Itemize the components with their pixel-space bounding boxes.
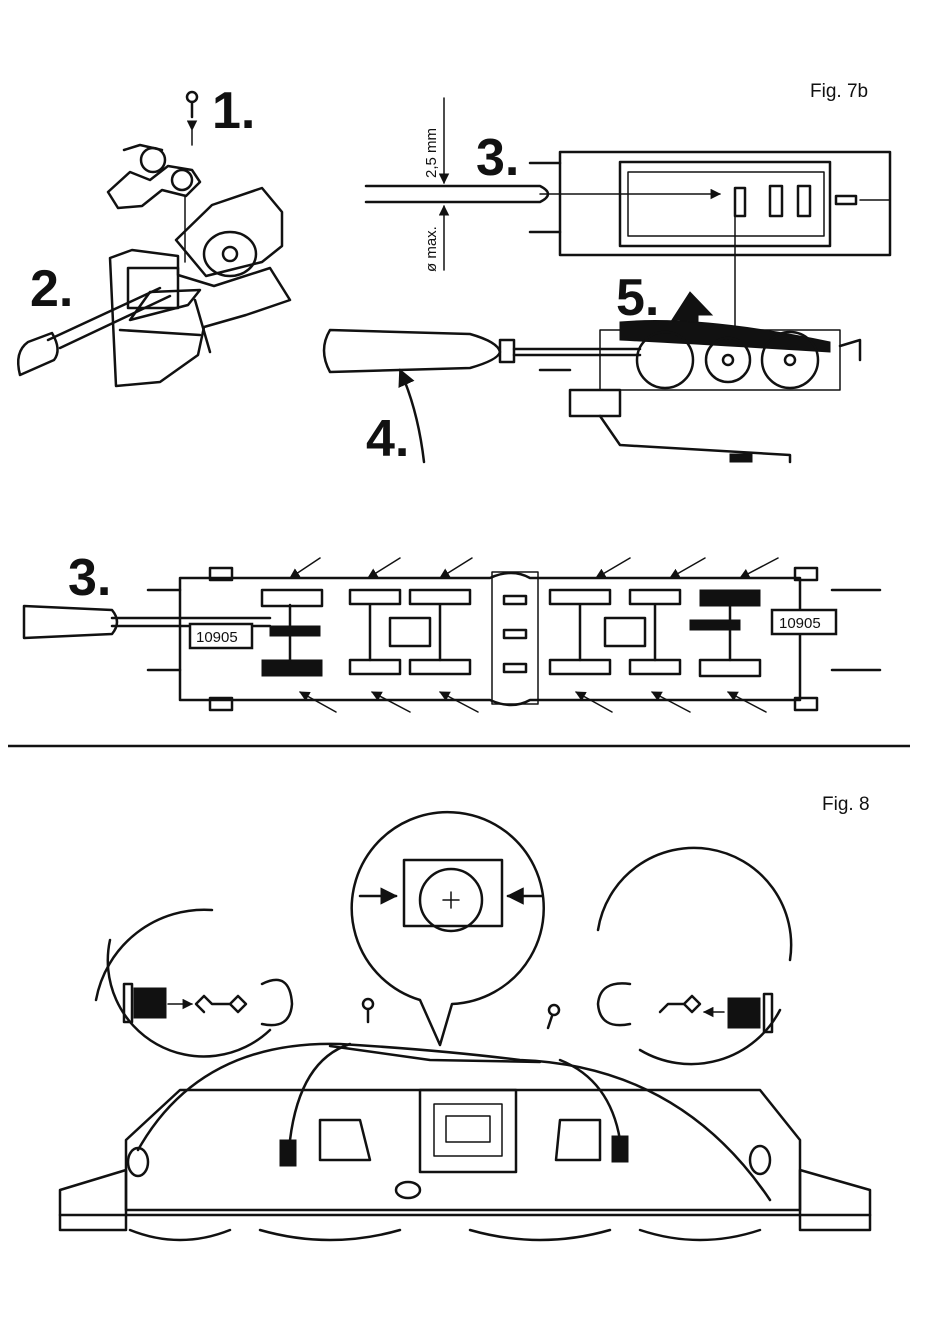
fig-8-caption: Fig. 8: [822, 794, 870, 815]
lift-arrow-icon: [672, 292, 712, 322]
screw-right-icon: [548, 1005, 559, 1028]
motor-detail-circle: [352, 812, 544, 1045]
locomotive-chassis-fig8: [60, 1044, 870, 1240]
screw-icon: [187, 92, 197, 117]
step-4-label: 4.: [366, 410, 409, 468]
plate-left-number: 10905: [196, 629, 238, 646]
step-3-label-top: 3.: [476, 129, 519, 187]
locomotive-body: [110, 188, 290, 386]
coupler-part: [108, 145, 200, 208]
step-2-label: 2.: [30, 260, 73, 318]
dimension-diameter-max: ø max.: [423, 226, 440, 272]
chassis-bottom-view: 3.: [24, 549, 880, 712]
step-5-label: 5.: [616, 269, 659, 327]
step-1-label: 1.: [212, 82, 255, 140]
coupler-removal-drawing: 1. 2.: [18, 82, 290, 386]
fig-7b-caption: Fig. 7b: [810, 81, 868, 102]
screwdriver-handle: [324, 330, 640, 372]
dimension-2-5-mm: 2,5 mm: [423, 128, 440, 178]
step-3-label-chassis: 3.: [68, 549, 111, 607]
side-view-lever-drawing: 5. 4.: [324, 269, 860, 468]
screw-left-icon: [363, 999, 373, 1022]
right-coupling-detail: [598, 848, 791, 1064]
screwdriver-handle-chassis: [24, 606, 117, 638]
plate-right-number: 10905: [779, 615, 821, 632]
left-coupling-detail: [96, 910, 292, 1057]
